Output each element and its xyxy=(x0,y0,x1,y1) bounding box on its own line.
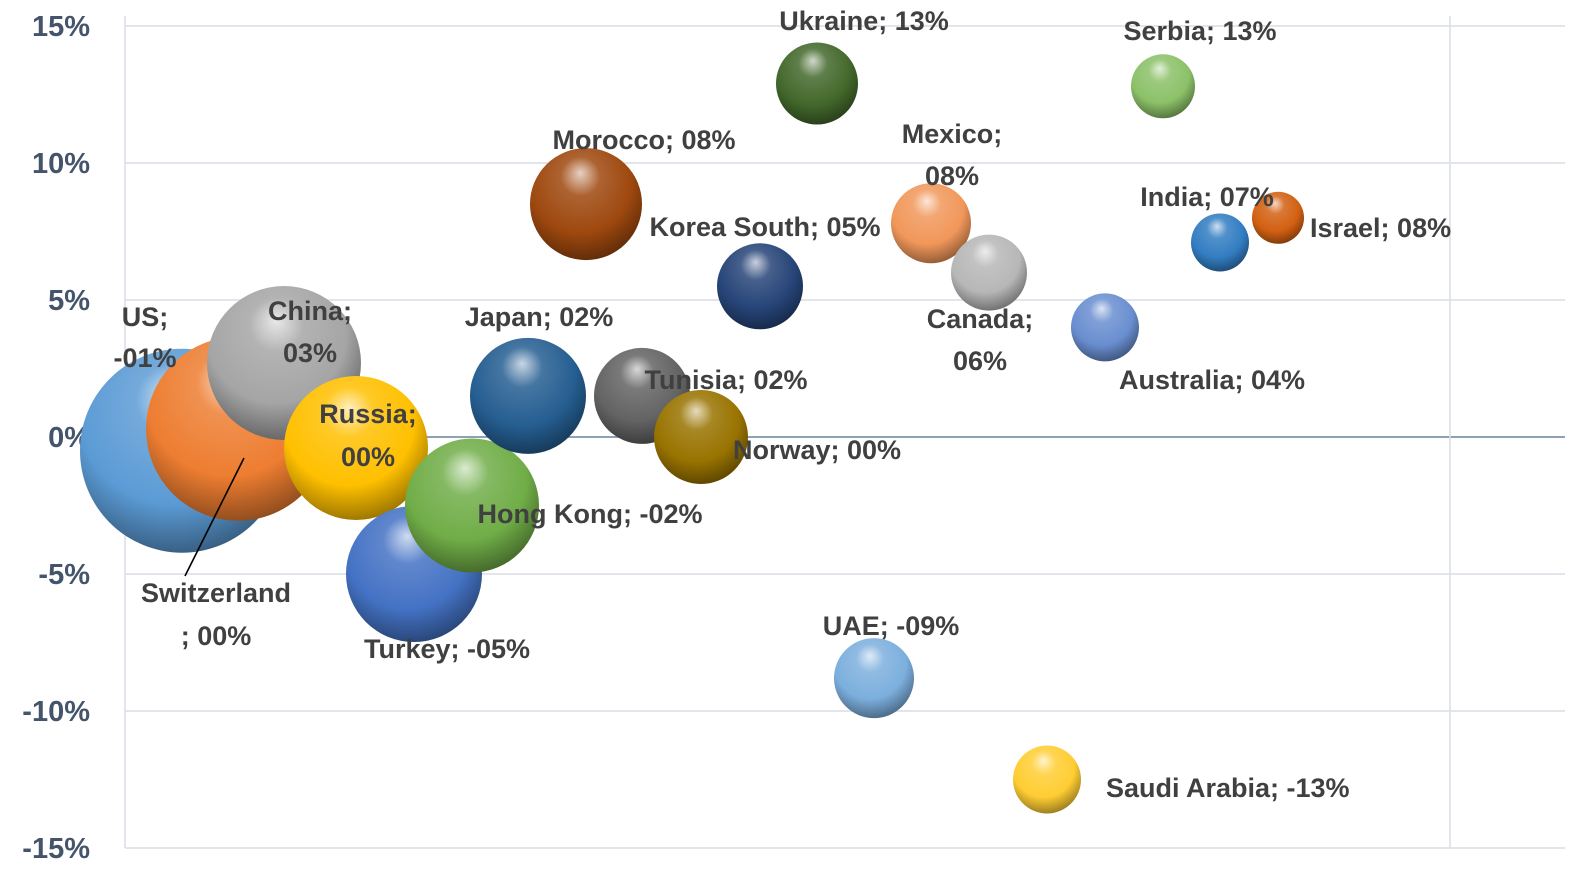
data-label-morocco: Morocco; 08% xyxy=(552,125,735,155)
data-label-ukraine: Ukraine; 13% xyxy=(779,6,949,36)
data-label-russia-line-1: Russia; xyxy=(319,399,417,429)
bubble-morocco xyxy=(530,148,642,261)
data-label-india: India; 07% xyxy=(1140,182,1274,212)
bubble-saudi-arabia xyxy=(1013,745,1081,814)
y-tick-label-6: -15% xyxy=(22,833,90,865)
data-label-australia: Australia; 04% xyxy=(1119,365,1305,395)
y-tick-label-4: -5% xyxy=(38,559,90,591)
data-labels: US; -01% Switzerland ; 00% China; 03% Russia; 0… xyxy=(113,6,1451,803)
data-label-tunisia: Tunisia; 02% xyxy=(644,365,807,395)
bubble-ukraine xyxy=(776,42,858,125)
data-label-switzerland-line-2: ; 00% xyxy=(181,621,252,651)
bubble-norway xyxy=(654,390,748,484)
data-label-uae: UAE; -09% xyxy=(823,611,960,641)
bubble-uae xyxy=(834,638,914,719)
bubble-korea-south xyxy=(717,243,803,330)
bubble-japan xyxy=(470,337,586,454)
data-label-us-line-2: -01% xyxy=(113,343,176,373)
data-label-china-line-1: China; xyxy=(268,296,352,326)
y-axis-tick-labels: 15%10%5%0%-5%-10%-15% xyxy=(22,11,90,865)
data-label-turkey: Turkey; -05% xyxy=(364,634,530,664)
y-tick-label-1: 10% xyxy=(32,148,90,180)
y-tick-label-0: 15% xyxy=(32,11,90,43)
data-label-canada-line-1: Canada; xyxy=(927,304,1034,334)
data-label-mexico-line-1: Mexico; xyxy=(902,119,1003,149)
bubble-canada xyxy=(951,234,1027,311)
bubbles xyxy=(80,42,1304,814)
data-label-norway: Norway; 00% xyxy=(733,435,901,465)
y-tick-label-2: 5% xyxy=(48,285,90,317)
data-label-israel: Israel; 08% xyxy=(1310,213,1451,243)
bubble-russia xyxy=(284,375,428,520)
data-label-canada-line-2: 06% xyxy=(953,346,1007,376)
bubble-india xyxy=(1191,213,1249,272)
data-label-japan: Japan; 02% xyxy=(465,302,614,332)
data-label-saudi-arabia: Saudi Arabia; -13% xyxy=(1106,773,1350,803)
bubble-serbia xyxy=(1131,54,1195,119)
bubble-israel xyxy=(1252,191,1304,244)
data-label-korea-south: Korea South; 05% xyxy=(649,212,880,242)
data-label-us-line-1: US; xyxy=(122,302,169,332)
data-label-russia-line-2: 00% xyxy=(341,442,395,472)
bubble-hong-kong xyxy=(405,438,539,573)
y-tick-label-5: -10% xyxy=(22,696,90,728)
data-label-china-line-2: 03% xyxy=(283,338,337,368)
data-label-hong-kong: Hong Kong; -02% xyxy=(478,499,703,529)
bubble-mexico xyxy=(891,183,971,264)
data-label-serbia: Serbia; 13% xyxy=(1123,16,1276,46)
bubble-australia xyxy=(1071,293,1139,362)
data-label-mexico-line-2: 08% xyxy=(925,161,979,191)
data-label-switzerland-line-1: Switzerland xyxy=(141,578,291,608)
leader-line-switzerland xyxy=(184,457,245,577)
